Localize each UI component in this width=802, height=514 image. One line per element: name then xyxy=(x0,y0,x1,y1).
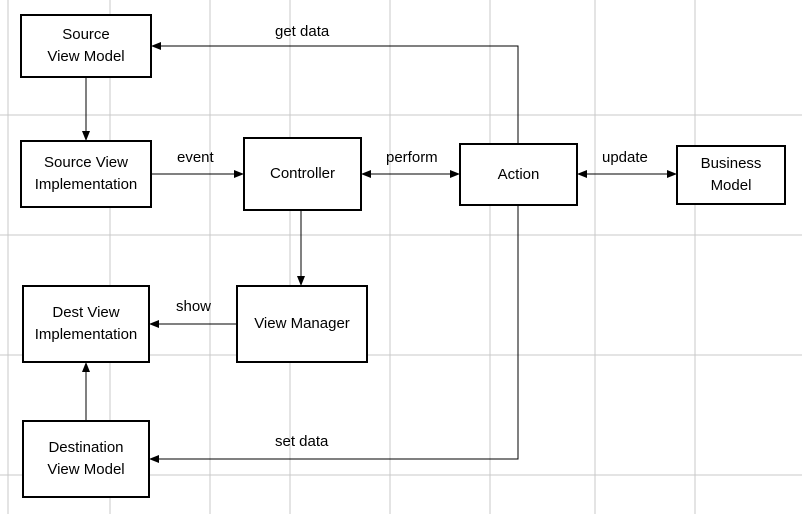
source-view-implementation-box: Source View Implementation xyxy=(20,140,152,208)
node-label: Source xyxy=(62,26,110,43)
node-label: Source View xyxy=(44,154,128,171)
node-label: View Model xyxy=(47,48,125,65)
edge-set-data xyxy=(149,206,519,463)
edge-label-event: event xyxy=(177,149,214,166)
node-label: Implementation xyxy=(34,176,138,193)
action-box: Action xyxy=(459,143,578,206)
edge-label-set-data: set data xyxy=(275,433,329,450)
dest-view-implementation-box: Dest View Implementation xyxy=(22,285,150,363)
edge-label-get-data: get data xyxy=(275,23,330,40)
controller-box: Controller xyxy=(243,137,362,211)
node-label: Business xyxy=(700,155,762,172)
edge-get-data xyxy=(151,42,519,143)
edge-label-update: update xyxy=(602,149,648,166)
edge-label-show: show xyxy=(176,298,212,315)
node-label: Dest View xyxy=(52,304,120,321)
node-label: Controller xyxy=(269,165,336,182)
node-label: View Manager xyxy=(254,315,350,332)
node-label: Action xyxy=(497,165,540,183)
node-label: Destination xyxy=(48,439,124,456)
node-label: Implementation xyxy=(34,326,138,343)
edge-label-perform: perform xyxy=(386,149,438,166)
source-view-model-box: Source View Model xyxy=(20,14,152,78)
business-model-box: Business Model xyxy=(676,145,786,205)
node-label: Model xyxy=(710,177,752,194)
view-manager-box: View Manager xyxy=(236,285,368,363)
node-label: View Model xyxy=(47,461,125,478)
destination-view-model-box: Destination View Model xyxy=(22,420,150,498)
